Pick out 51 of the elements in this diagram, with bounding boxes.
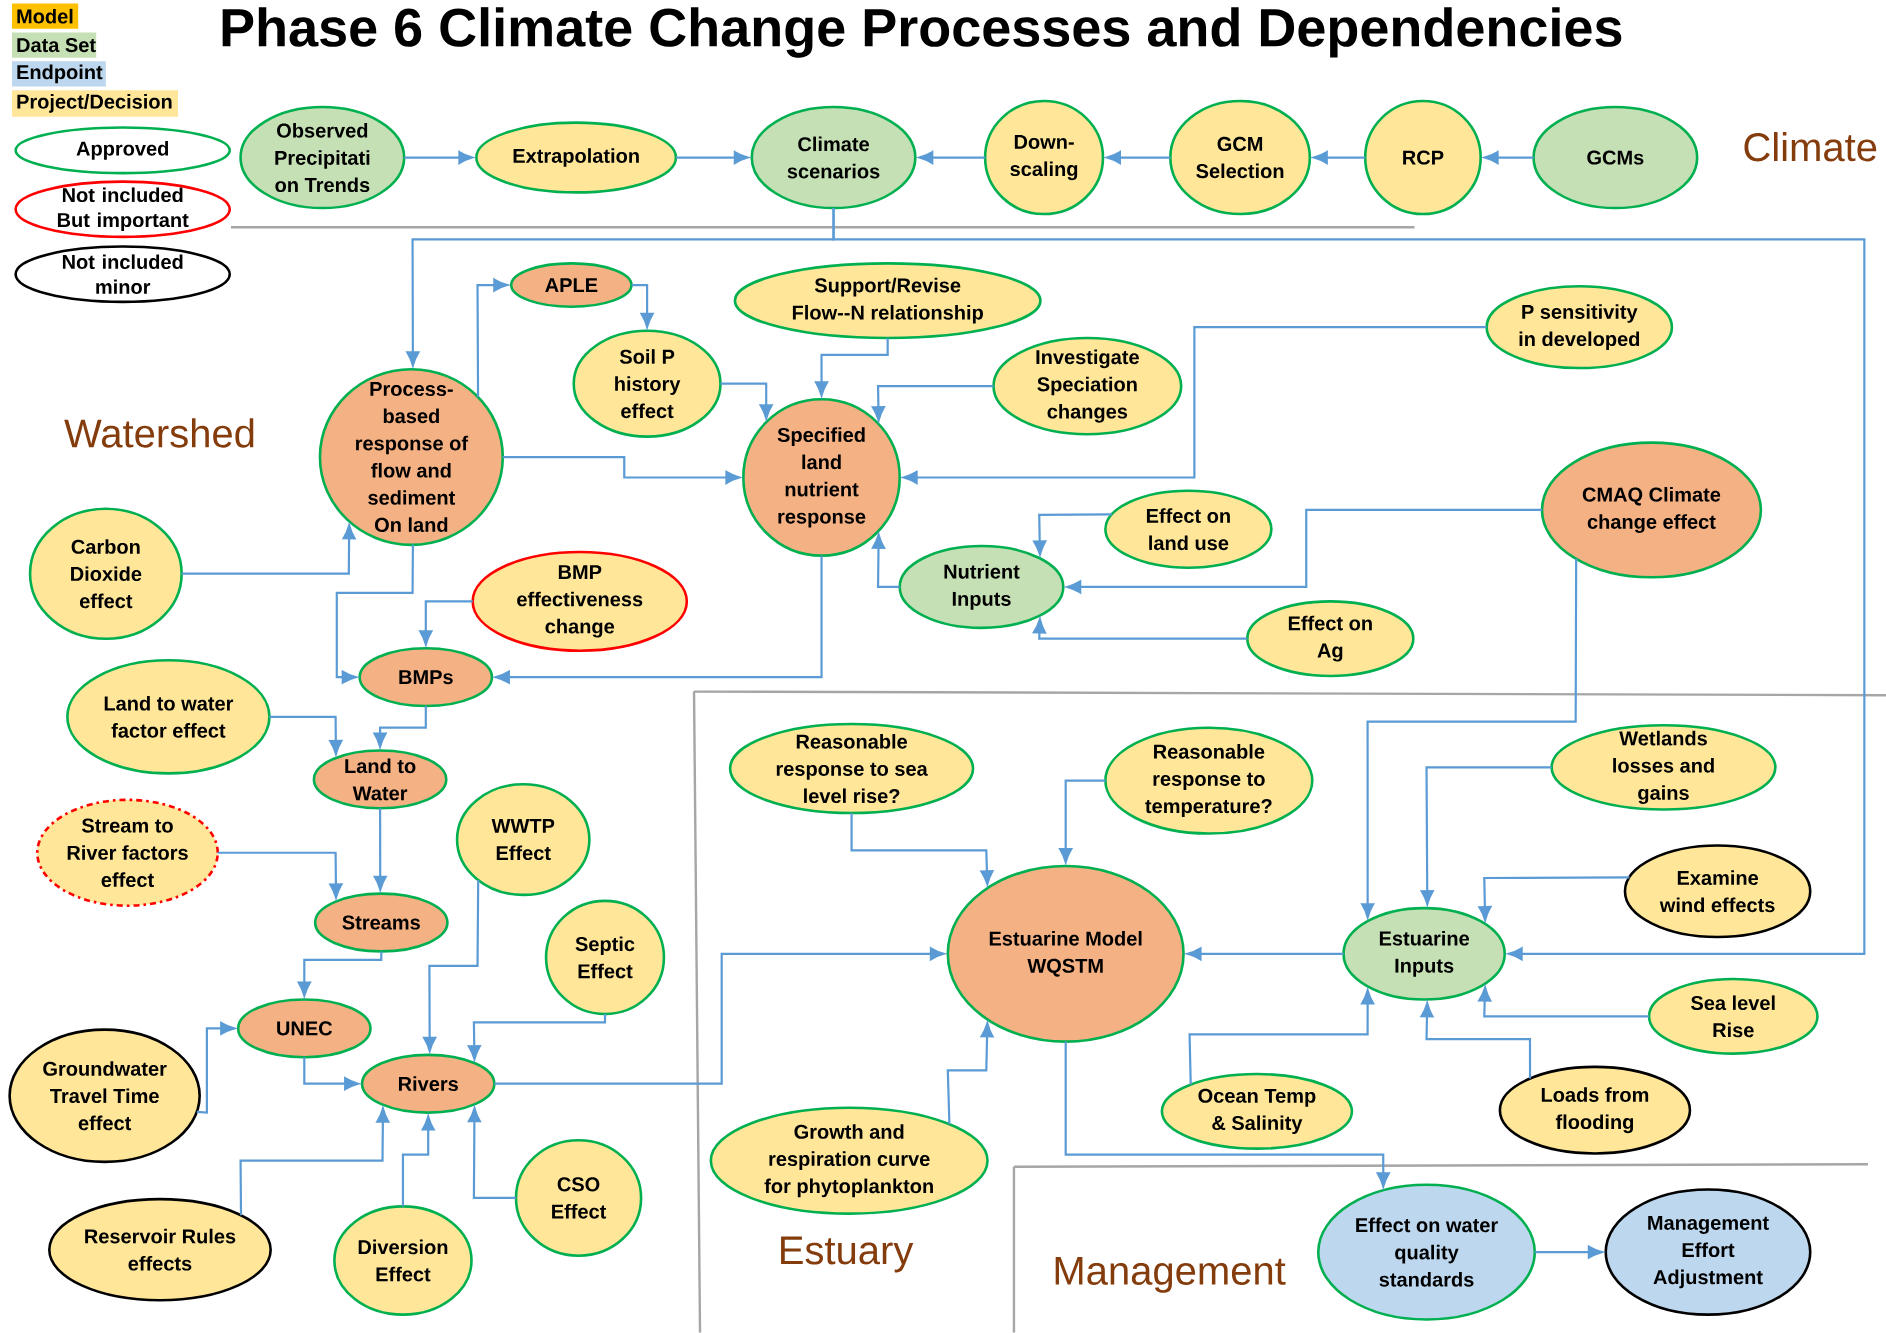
arrow (631, 284, 654, 328)
title: Phase 6 Climate Change Processes and Dependencies (222, 7, 1622, 58)
arrow (1186, 947, 1344, 961)
arrow (373, 706, 427, 748)
arrow (467, 1014, 607, 1061)
arrow (850, 813, 994, 886)
arrow (1420, 766, 1552, 906)
legend-label: Endpoint (17, 64, 103, 84)
arrow (1064, 1041, 1390, 1188)
arrow (814, 338, 889, 397)
arrow (1534, 1245, 1603, 1259)
arrow (476, 278, 509, 398)
arrow (239, 1107, 390, 1216)
arrow (297, 951, 383, 997)
arrow (1478, 876, 1630, 922)
arrow (1188, 989, 1375, 1085)
arrow (401, 1115, 435, 1207)
arrow (303, 1057, 360, 1091)
legend-label: Data Set (17, 38, 96, 53)
arrow (335, 544, 414, 684)
arrow (1361, 559, 1578, 919)
arrow (217, 851, 343, 899)
arrow (423, 880, 480, 1052)
arrow (871, 385, 994, 422)
arrow (1420, 1002, 1532, 1079)
legend-label: Project/Decision (17, 94, 172, 113)
arrow (494, 555, 823, 684)
arrow (1059, 779, 1106, 864)
arrow (946, 1022, 994, 1125)
region-label: Climate (1744, 132, 1877, 162)
arrow (1066, 509, 1542, 594)
arrow (1032, 618, 1248, 640)
arrow (871, 533, 900, 589)
arrow (494, 947, 945, 1085)
arrow (1033, 513, 1112, 556)
arrow (1483, 151, 1534, 165)
arrow (720, 382, 773, 420)
arrow (269, 715, 343, 756)
arrow (373, 808, 387, 891)
region-label: Management (1055, 1257, 1286, 1293)
arrow (404, 151, 474, 165)
arrow (419, 600, 473, 646)
arrow (832, 208, 1866, 961)
arrow (1478, 986, 1650, 1018)
arrow (902, 326, 1487, 485)
arrow (1312, 151, 1366, 165)
region-label: Watershed (64, 418, 254, 448)
arrow (181, 524, 356, 575)
legend-label: Model (17, 9, 73, 24)
arrow (196, 1021, 236, 1114)
arrow (502, 456, 741, 485)
